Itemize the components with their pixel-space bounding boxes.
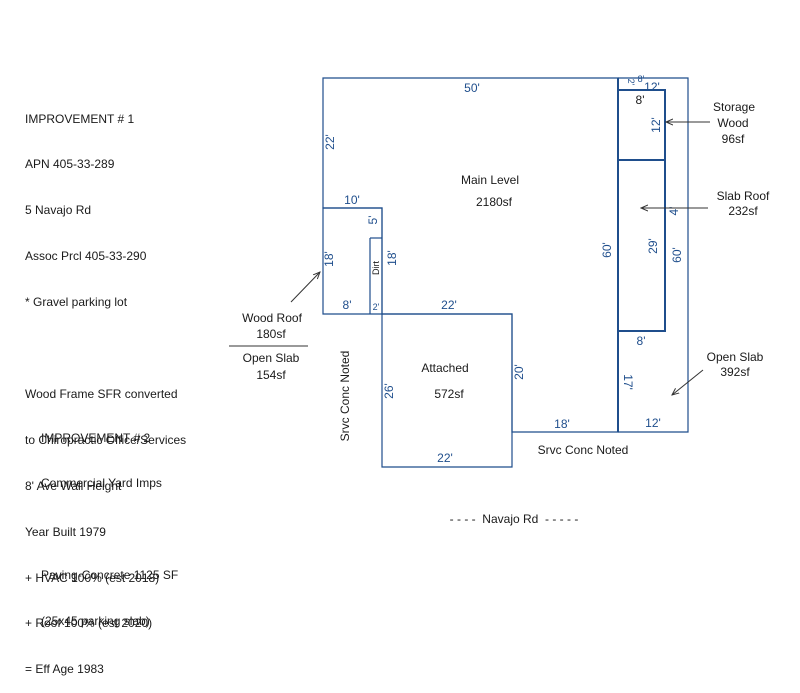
floor-plan-sketch: 50' 22' 10' 5' 18' 18' Dirt 8' 2' 22' 26… (229, 74, 770, 526)
note-line: IMPROVEMENT # 2 (41, 430, 151, 445)
dim-label: 12' (649, 117, 663, 133)
dim-label: 2' (626, 79, 636, 86)
dim-label: 17' (621, 374, 635, 390)
main-level-label: Main Level (461, 173, 519, 187)
wood-roof-label: Wood Roof (242, 311, 302, 325)
dim-label: 2' (373, 302, 380, 312)
slab-roof-outline (618, 159, 666, 332)
note-line: (25x45 parking slab) (41, 614, 150, 629)
storage-label: Wood (717, 116, 748, 130)
dim-label: 22' (323, 134, 337, 150)
improvement-1-notes: IMPROVEMENT # 1 APN 405-33-289 5 Navajo … (25, 81, 186, 693)
note-line: = Eff Age 1983 (25, 662, 104, 677)
note-line: + HVAC 100% (est 2018) (25, 570, 160, 585)
pointer-arrow (290, 272, 320, 303)
slab-roof-area: 232sf (728, 204, 758, 218)
service-concrete-label: Srvc Conc Noted (538, 443, 629, 457)
note-line: to Chiropractic Office/Services (25, 432, 187, 447)
attached-area: 572sf (434, 387, 464, 401)
dim-label: 5' (366, 216, 380, 225)
dim-label: 18' (385, 250, 399, 266)
note-line: Commercial Yard Imps (41, 476, 162, 491)
dirt-label: Dirt (371, 261, 381, 275)
storage-label: Storage (713, 100, 755, 114)
note-line: Paving-Concrete 1125 SF (41, 568, 179, 583)
note-line: Year Built 1979 (25, 524, 106, 539)
dim-label: 4' (667, 207, 681, 216)
dim-label: 18' (322, 251, 336, 267)
dim-label: 60' (670, 247, 684, 263)
right-outer-outline (618, 77, 689, 433)
open-slab-left-area: 154sf (256, 368, 286, 382)
slab-roof-label: Slab Roof (717, 189, 770, 203)
dim-label: 8' (343, 298, 352, 312)
main-level-area: 2180sf (476, 195, 513, 209)
pointer-arrow (672, 369, 704, 395)
dim-label: 8' (636, 93, 645, 107)
dim-label: 8' (638, 74, 645, 84)
wood-roof-outline (322, 207, 383, 315)
dim-label: 29' (646, 238, 660, 254)
dim-label: 20' (512, 364, 526, 380)
dim-label: 22' (437, 451, 453, 465)
dim-label: 18' (554, 417, 570, 431)
main-level-outline (322, 77, 619, 433)
attached-label: Attached (421, 361, 468, 375)
note-line: 8' Ave Wall Height (25, 478, 122, 493)
dim-label: 12' (644, 80, 660, 94)
dim-label: 10' (344, 193, 360, 207)
dim-label: 12' (645, 416, 661, 430)
dim-label: 26' (382, 383, 396, 399)
dim-label: 8' (637, 334, 646, 348)
note-line: 5 Navajo Rd (25, 203, 92, 218)
note-line: * Gravel parking lot (25, 295, 128, 310)
note-line: APN 405-33-289 (25, 157, 115, 172)
open-slab-right-label: Open Slab (707, 350, 764, 364)
storage-area: 96sf (722, 132, 745, 146)
note-line: IMPROVEMENT # 1 (25, 111, 135, 126)
note-line: Assoc Prcl 405-33-290 (25, 249, 147, 264)
note-line: Wood Frame SFR converted (25, 386, 178, 401)
dim-label: 60' (600, 242, 614, 258)
open-slab-left-label: Open Slab (243, 351, 300, 365)
dim-label: 50' (464, 81, 480, 95)
dim-label: 22' (441, 298, 457, 312)
wood-roof-area: 180sf (256, 327, 286, 341)
open-slab-right-area: 392sf (720, 365, 750, 379)
service-concrete-label: Srvc Conc Noted (338, 351, 352, 442)
road-label: - - - - Navajo Rd - - - - - (450, 512, 579, 526)
attached-outline (381, 313, 513, 468)
